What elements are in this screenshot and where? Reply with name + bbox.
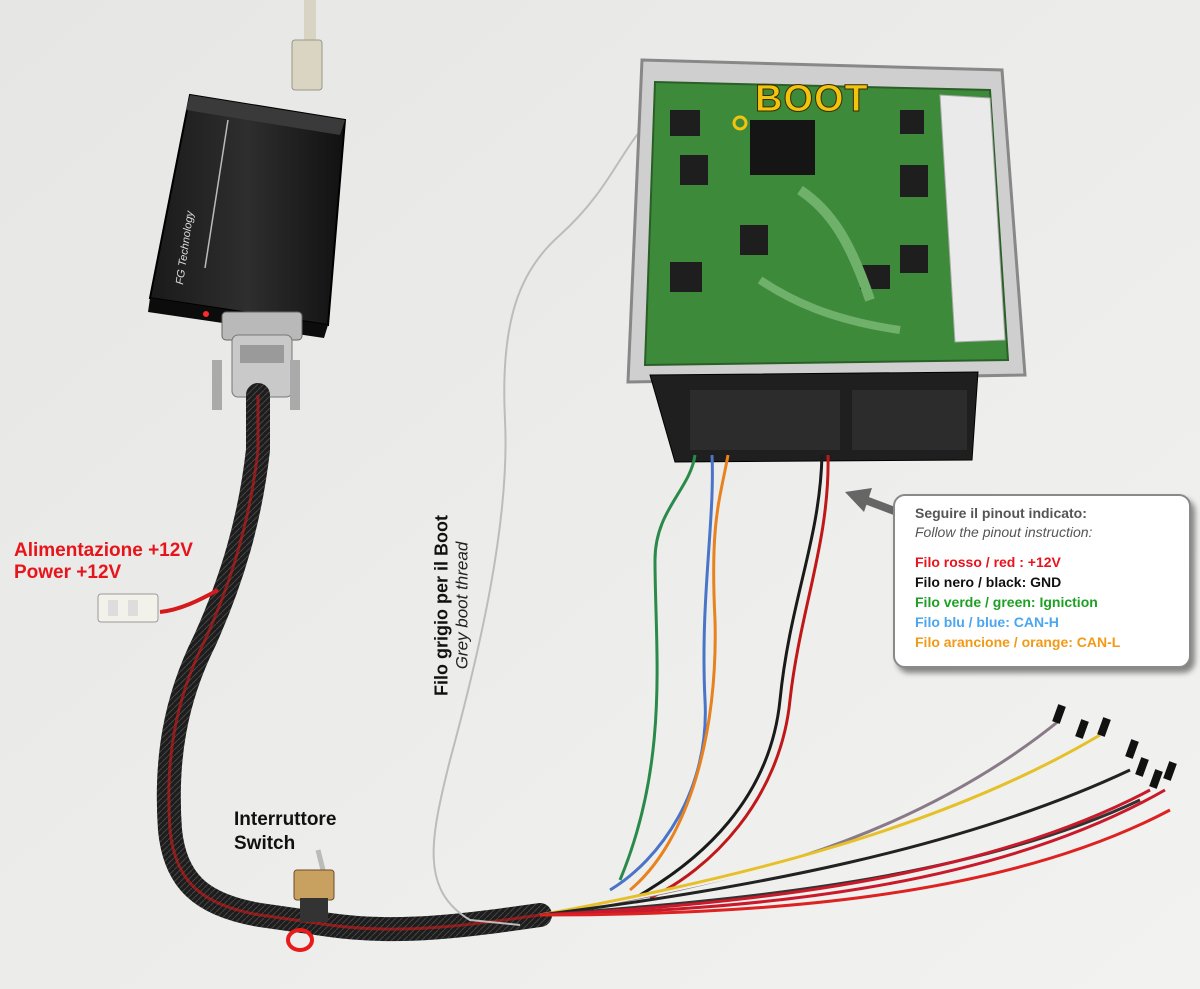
boot-label: BOOT <box>755 78 869 121</box>
wire-fanout <box>539 718 1171 917</box>
thread-label-it: Filo grigio per il Boot <box>431 515 452 696</box>
pinout-row-orange: Filo arancione / orange: CAN-L <box>915 634 1121 650</box>
pinout-heading-it: Seguire il pinout indicato: <box>915 505 1087 521</box>
switch-label-it: Interruttore <box>234 809 337 830</box>
thread-label-en: Grey boot thread <box>452 541 472 670</box>
pinout-row-blue: Filo blu / blue: CAN-H <box>915 614 1059 630</box>
ecu-unit <box>626 58 1027 463</box>
switch-label-en: Switch <box>234 833 296 854</box>
pinout-row-green: Filo verde / green: Igniction <box>915 594 1098 610</box>
pinout-row-red: Filo rosso / red : +12V <box>915 554 1061 570</box>
pinout-heading-en: Follow the pinout instruction: <box>915 524 1093 540</box>
power-label: Alimentazione +12V Power +12V <box>14 540 193 584</box>
toggle-switch <box>286 849 335 952</box>
power-label-en: Power +12V <box>14 562 122 583</box>
pin-terminals <box>1052 704 1177 789</box>
thread-label: Filo grigio per il Boot Grey boot thread <box>432 486 473 726</box>
power-label-it: Alimentazione +12V <box>14 540 193 561</box>
pinout-row-black: Filo nero / black: GND <box>915 574 1062 590</box>
ecu-wires <box>609 454 830 900</box>
power-branch <box>97 588 219 623</box>
switch-label: Interruttore Switch <box>234 808 336 856</box>
pinout-callout: Seguire il pinout indicato: Follow the p… <box>893 494 1191 668</box>
fg-interface-device: FG Technology <box>148 93 347 338</box>
usb-cable <box>291 0 323 91</box>
